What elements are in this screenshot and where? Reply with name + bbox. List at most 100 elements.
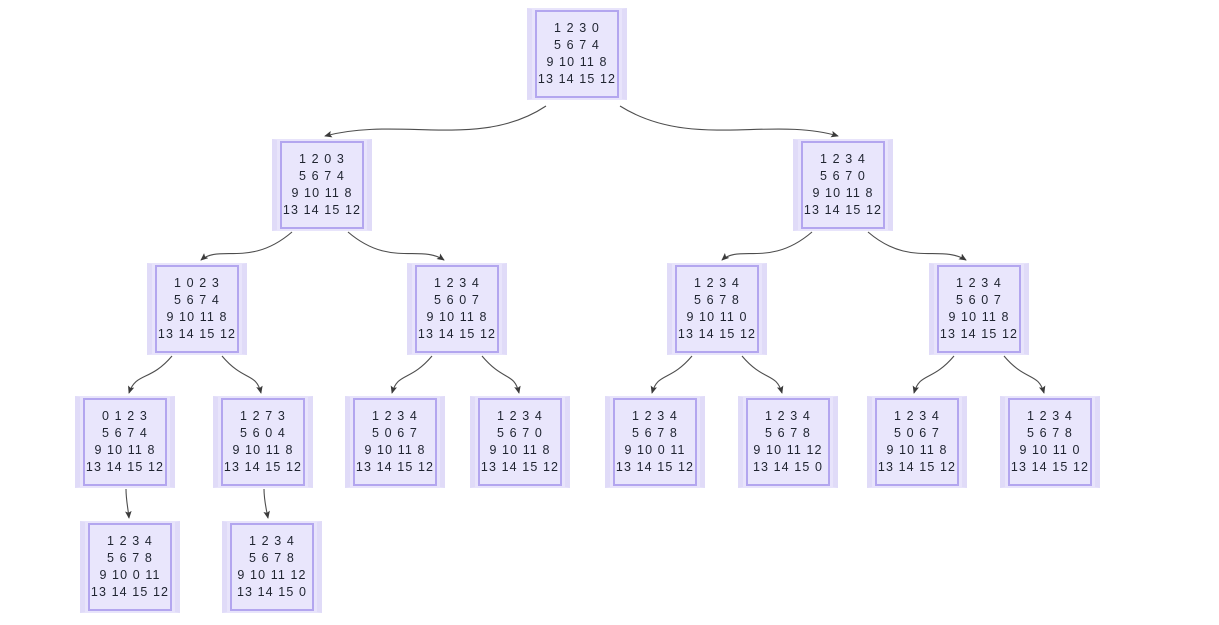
puzzle-row: 0 1 2 3 <box>102 409 148 423</box>
puzzle-row: 9 10 11 12 <box>237 568 307 582</box>
puzzle-row: 13 14 15 12 <box>615 460 695 474</box>
puzzle-row: 13 14 15 0 <box>236 585 308 599</box>
puzzle-row: 13 14 15 12 <box>877 460 957 474</box>
puzzle-row: 5 6 7 8 <box>249 551 295 565</box>
puzzle-row: 9 10 11 8 <box>166 310 228 324</box>
puzzle-row: 1 2 3 4 <box>1027 409 1073 423</box>
tree-node[interactable]: 1 2 3 4 5 6 7 8 9 10 11 12 13 14 15 0 <box>738 396 838 488</box>
puzzle-row: 5 6 7 8 <box>632 426 678 440</box>
puzzle-row: 9 10 11 8 <box>426 310 488 324</box>
tree-edge <box>650 355 693 394</box>
puzzle-row: 1 0 2 3 <box>174 276 220 290</box>
puzzle-row: 1 2 3 4 <box>434 276 480 290</box>
puzzle-row: 5 6 7 4 <box>174 293 220 307</box>
puzzle-row: 9 10 11 8 <box>364 443 426 457</box>
tree-edge <box>390 355 433 394</box>
puzzle-row: 1 2 3 4 <box>249 534 295 548</box>
tree-node[interactable]: 1 2 3 4 5 6 0 7 9 10 11 8 13 14 15 12 <box>929 263 1029 355</box>
puzzle-row: 13 14 15 12 <box>803 203 883 217</box>
puzzle-row: 5 6 7 8 <box>694 293 740 307</box>
puzzle-row: 9 10 0 11 <box>99 568 161 582</box>
puzzle-state-grid: 1 2 3 4 5 6 7 8 9 10 11 12 13 14 15 0 <box>746 398 830 486</box>
puzzle-row: 9 10 11 0 <box>686 310 748 324</box>
puzzle-row: 1 2 3 4 <box>694 276 740 290</box>
puzzle-row: 5 6 0 4 <box>240 426 286 440</box>
puzzle-row: 9 10 11 8 <box>291 186 353 200</box>
tree-edge <box>1003 355 1046 394</box>
puzzle-row: 5 6 7 0 <box>820 169 866 183</box>
puzzle-row: 13 14 15 12 <box>282 203 362 217</box>
tree-edge <box>867 231 967 261</box>
puzzle-row: 5 6 7 8 <box>1027 426 1073 440</box>
puzzle-row: 5 6 7 0 <box>497 426 543 440</box>
puzzle-row: 13 14 15 12 <box>939 327 1019 341</box>
puzzle-row: 1 2 3 4 <box>765 409 811 423</box>
puzzle-state-grid: 1 2 3 4 5 6 7 8 9 10 11 12 13 14 15 0 <box>230 523 314 611</box>
puzzle-row: 1 2 3 4 <box>820 152 866 166</box>
puzzle-state-grid: 1 2 3 4 5 6 0 7 9 10 11 8 13 14 15 12 <box>937 265 1021 353</box>
puzzle-row: 1 2 3 4 <box>372 409 418 423</box>
puzzle-row: 9 10 11 12 <box>753 443 823 457</box>
tree-edge <box>263 488 270 519</box>
puzzle-row: 9 10 11 8 <box>948 310 1010 324</box>
puzzle-row: 9 10 11 8 <box>812 186 874 200</box>
puzzle-row: 9 10 11 8 <box>489 443 551 457</box>
puzzle-state-grid: 1 2 3 4 5 6 7 0 9 10 11 8 13 14 15 12 <box>801 141 885 229</box>
puzzle-row: 5 6 7 4 <box>102 426 148 440</box>
tree-edge <box>481 355 521 394</box>
tree-edge <box>125 488 132 519</box>
puzzle-row: 13 14 15 0 <box>752 460 824 474</box>
tree-edge <box>721 231 813 261</box>
puzzle-row: 13 14 15 12 <box>417 327 497 341</box>
puzzle-row: 13 14 15 12 <box>85 460 165 474</box>
tree-edge <box>221 355 263 394</box>
tree-edge <box>741 355 784 394</box>
puzzle-row: 5 6 0 7 <box>956 293 1002 307</box>
puzzle-row: 13 14 15 12 <box>157 327 237 341</box>
tree-node[interactable]: 1 2 3 4 5 0 6 7 9 10 11 8 13 14 15 12 <box>345 396 445 488</box>
tree-node[interactable]: 1 0 2 3 5 6 7 4 9 10 11 8 13 14 15 12 <box>147 263 247 355</box>
tree-edge <box>619 105 839 138</box>
puzzle-row: 5 6 7 8 <box>107 551 153 565</box>
puzzle-row: 5 0 6 7 <box>372 426 418 440</box>
puzzle-row: 1 2 7 3 <box>240 409 286 423</box>
puzzle-row: 1 2 3 4 <box>956 276 1002 290</box>
puzzle-row: 1 2 3 4 <box>497 409 543 423</box>
puzzle-row: 5 6 7 4 <box>554 38 600 52</box>
tree-node[interactable]: 1 2 3 4 5 6 7 0 9 10 11 8 13 14 15 12 <box>793 139 893 231</box>
puzzle-row: 13 14 15 12 <box>1010 460 1090 474</box>
puzzle-row: 1 2 3 4 <box>632 409 678 423</box>
puzzle-row: 1 2 3 4 <box>894 409 940 423</box>
puzzle-row: 5 6 7 8 <box>765 426 811 440</box>
tree-node[interactable]: 1 2 3 4 5 6 7 8 9 10 11 12 13 14 15 0 <box>222 521 322 613</box>
tree-edge <box>128 355 173 394</box>
puzzle-state-grid: 1 0 2 3 5 6 7 4 9 10 11 8 13 14 15 12 <box>155 265 239 353</box>
puzzle-row: 13 14 15 12 <box>537 72 617 86</box>
puzzle-row: 1 2 0 3 <box>299 152 345 166</box>
puzzle-row: 1 2 3 0 <box>554 21 600 35</box>
puzzle-row: 13 14 15 12 <box>355 460 435 474</box>
